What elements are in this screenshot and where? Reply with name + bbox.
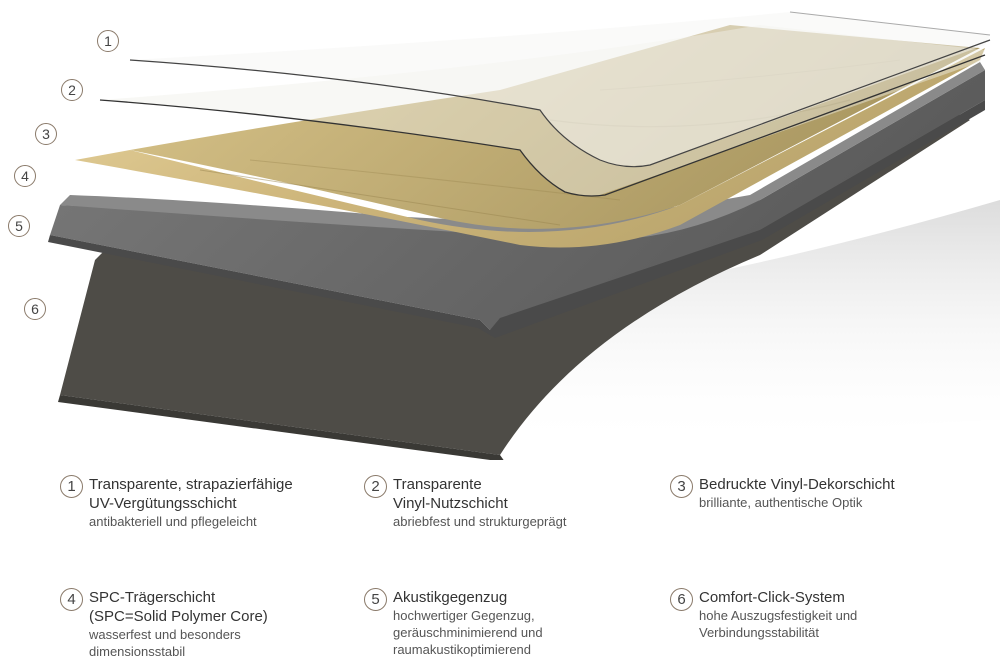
legend-description: Verbindungsstabilität xyxy=(699,625,819,640)
legend-item-4: 4 SPC-Trägerschicht (SPC=Solid Polymer C… xyxy=(60,588,268,660)
legend-description: hochwertiger Gegenzug, xyxy=(393,608,535,623)
legend-title: Transparente xyxy=(393,476,482,493)
legend-item-2: 2 Transparente Vinyl-Nutzschicht abriebf… xyxy=(364,475,566,530)
legend-title: Akustikgegenzug xyxy=(393,589,508,606)
legend-number: 5 xyxy=(364,588,387,611)
legend-title: SPC-Trägerschicht xyxy=(89,589,216,606)
legend-description: hohe Auszugsfestigkeit und xyxy=(699,608,858,623)
legend-item-6: 6 Comfort-Click-System hohe Auszugsfesti… xyxy=(670,588,857,641)
legend-item-5: 5 Akustikgegenzug hochwertiger Gegenzug,… xyxy=(364,588,543,658)
legend-title: (SPC=Solid Polymer Core) xyxy=(89,608,268,625)
floor-layers-graphic xyxy=(48,11,1000,462)
legend-title: Bedruckte Vinyl-Dekorschicht xyxy=(699,476,895,493)
legend-title: Transparente, strapazierfähige xyxy=(89,476,293,493)
legend-number: 4 xyxy=(60,588,83,611)
legend-title: Comfort-Click-System xyxy=(699,589,845,606)
floor-layer-illustration: 1 2 3 4 5 6 xyxy=(8,11,1000,462)
legend-number: 1 xyxy=(60,475,83,498)
legend-item-3: 3 Bedruckte Vinyl-Dekorschicht brilliant… xyxy=(670,475,895,511)
legend-number: 3 xyxy=(670,475,693,498)
callout-1: 1 xyxy=(97,30,119,52)
legend-description: brilliante, authentische Optik xyxy=(699,495,863,510)
legend-title: UV-Vergütungsschicht xyxy=(89,495,237,512)
legend-number: 6 xyxy=(670,588,693,611)
legend-number: 2 xyxy=(364,475,387,498)
legend-description: abriebfest und strukturgeprägt xyxy=(393,514,567,529)
legend-description: wasserfest und besonders xyxy=(89,627,241,642)
callout-3: 3 xyxy=(35,123,57,145)
legend-title: Vinyl-Nutzschicht xyxy=(393,495,508,512)
callout-5: 5 xyxy=(8,215,30,237)
legend-description: raumakustikoptimierend xyxy=(393,642,532,657)
legend-description: antibakteriell und pflegeleicht xyxy=(89,514,257,529)
legend-item-1: 1 Transparente, strapazierfähige UV-Verg… xyxy=(60,475,293,530)
legend-description: dimensionsstabil xyxy=(89,644,186,659)
callout-2: 2 xyxy=(61,79,83,101)
callout-4: 4 xyxy=(14,165,36,187)
legend-description: geräuschminimierend und xyxy=(393,625,543,640)
callout-6: 6 xyxy=(24,298,46,320)
